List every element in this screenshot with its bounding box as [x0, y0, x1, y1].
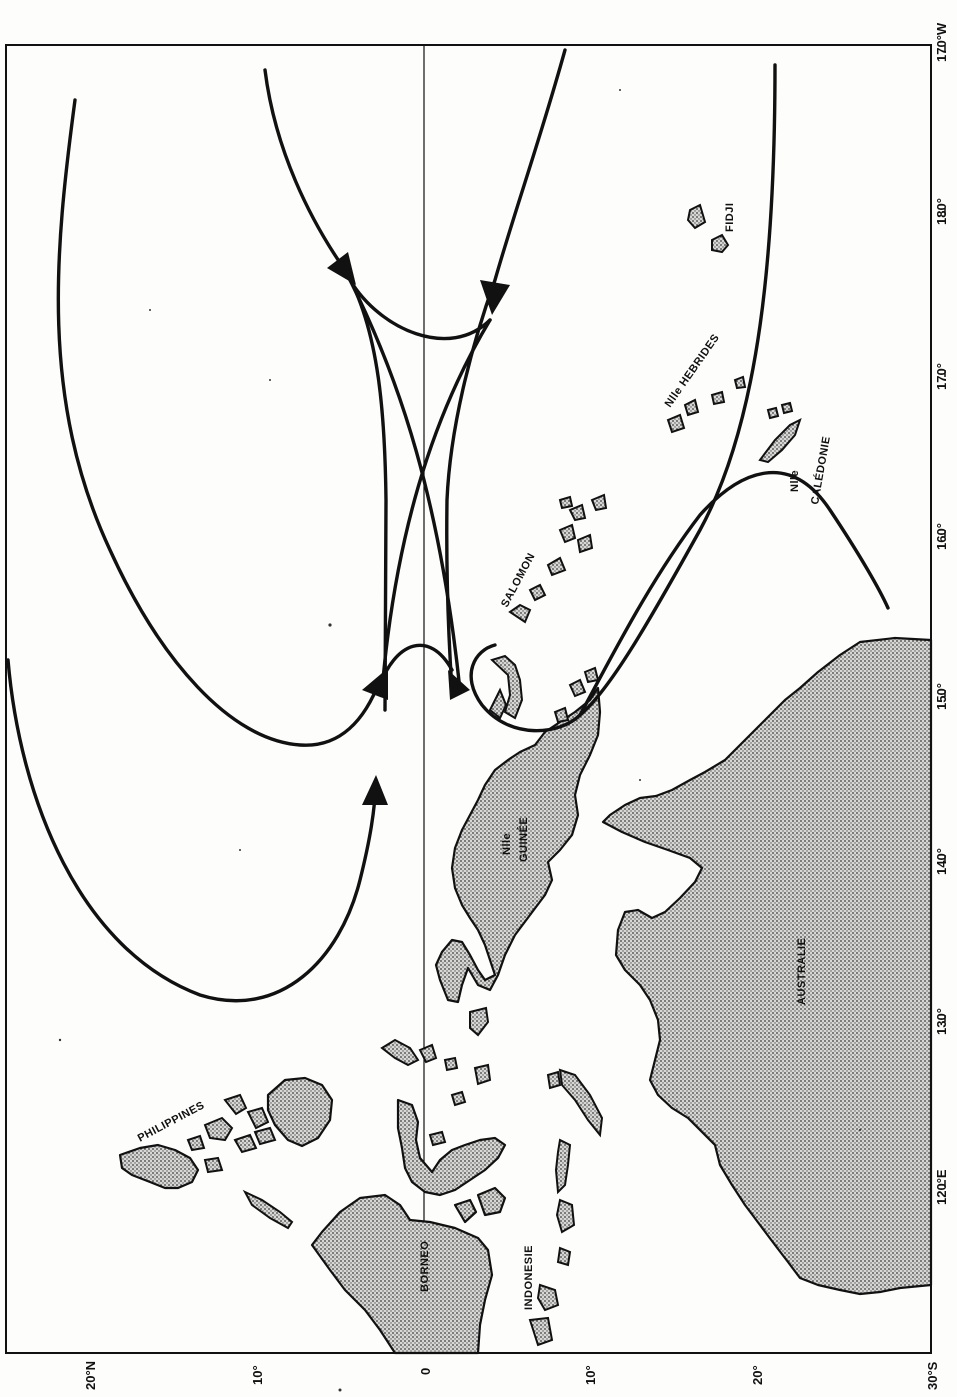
lon-tick-160: 160° — [934, 523, 949, 550]
label-guinee-prefix: Nlle — [501, 833, 513, 855]
lat-tick-0: 0 — [418, 1368, 433, 1375]
lon-tick-120e: 120°E — [934, 1169, 949, 1205]
arrow-down-right — [480, 280, 510, 315]
lat-tick-10n: 10° — [250, 1365, 265, 1385]
flow-line-east-south — [578, 63, 777, 717]
arrow-right-upward — [448, 670, 470, 700]
label-fidji: FIDJI — [724, 203, 736, 232]
lon-tick-150: 150° — [934, 683, 949, 710]
arrow-left-upward — [362, 668, 388, 700]
new-caledonia-landmass — [758, 418, 802, 464]
lat-tick-30s: 30°S — [925, 1361, 940, 1390]
label-caledonie-prefix: Nlle — [789, 470, 801, 492]
flow-line-equatorial-bottom — [376, 643, 454, 692]
lat-tick-10s: 10° — [583, 1365, 598, 1385]
mindanao-landmass — [266, 1076, 334, 1148]
label-borneo: BORNEO — [419, 1241, 431, 1292]
new-guinea-landmass — [434, 686, 602, 1004]
label-indonesie: INDONESIE — [523, 1245, 535, 1310]
borneo-landmass — [310, 1193, 494, 1355]
lat-tick-20s: 20° — [750, 1365, 765, 1385]
flow-line-caledonia-loop — [578, 470, 890, 717]
luzon-landmass — [118, 1143, 200, 1190]
lon-tick-170: 170° — [934, 363, 949, 390]
flow-line-north-descend-left — [263, 68, 388, 712]
lon-tick-170w: 170°W — [934, 22, 949, 62]
arrow-down-left — [327, 252, 356, 285]
lat-tick-20n: 20°N — [83, 1361, 98, 1390]
sulawesi-landmass — [396, 1098, 507, 1197]
flow-line-equatorial-top — [348, 278, 492, 341]
label-australie: AUSTRALIE — [796, 938, 808, 1005]
flow-line-west-return — [6, 658, 378, 1003]
flow-line-new-britain-loop — [469, 643, 582, 733]
flow-line-north-outer — [56, 98, 382, 747]
label-caledonie: CALÉDONIE — [808, 435, 833, 505]
lon-tick-130: 130° — [934, 1008, 949, 1035]
fiji-landmass — [711, 233, 730, 254]
arrow-west-return — [362, 775, 388, 805]
lon-tick-180: 180° — [934, 198, 949, 225]
australia-landmass — [601, 636, 933, 1296]
print-dots — [58, 89, 861, 1392]
label-guinee: GUINÉE — [517, 817, 530, 862]
label-salomon: SALOMON — [499, 551, 538, 609]
lon-tick-140: 140° — [934, 848, 949, 875]
